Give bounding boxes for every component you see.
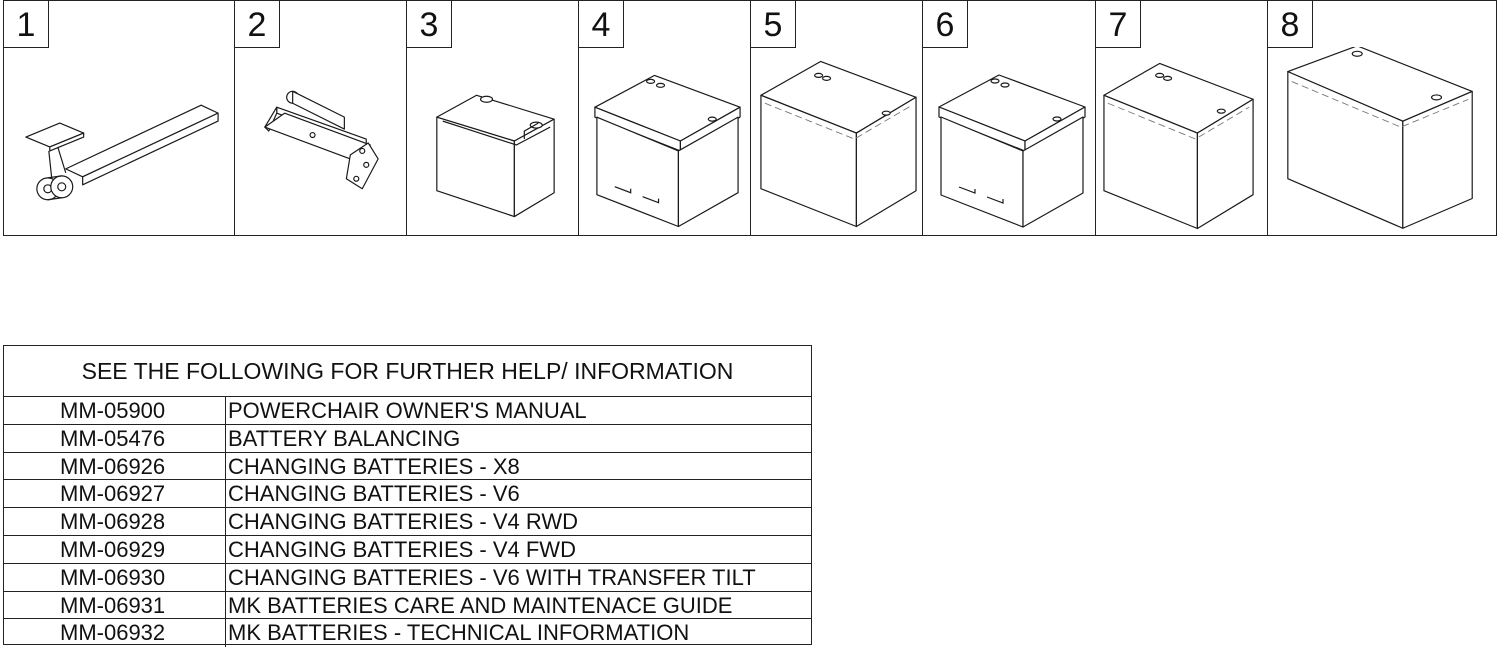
part-cell-1[interactable]: 1 (3, 0, 235, 237)
document-description: MK BATTERIES CARE AND MAINTENACE GUIDE (228, 592, 733, 618)
battery-bracket-icon (235, 47, 406, 237)
battery-handles-icon (579, 47, 750, 237)
document-code: MM-06928 (4, 508, 226, 535)
document-description: CHANGING BATTERIES - V6 WITH TRANSFER TI… (228, 564, 756, 590)
part-number: 7 (1095, 0, 1141, 48)
part-cell-7[interactable]: 7 (1095, 0, 1268, 237)
part-cell-4[interactable]: 4 (578, 0, 751, 237)
part-cell-5[interactable]: 5 (750, 0, 923, 237)
document-description: POWERCHAIR OWNER'S MANUAL (228, 398, 587, 423)
small-battery-icon (407, 47, 578, 237)
caster-arm-icon (4, 47, 234, 237)
info-table: SEE THE FOLLOWING FOR FURTHER HELP/ INFO… (3, 345, 812, 648)
battery-icon (1096, 47, 1267, 237)
part-number: 6 (922, 0, 968, 48)
part-number: 4 (578, 0, 624, 48)
document-description: CHANGING BATTERIES - V4 FWD (228, 536, 576, 562)
part-number: 3 (406, 0, 452, 48)
parts-strip: 1 2 (3, 0, 1497, 236)
battery-handles-icon (923, 47, 1095, 237)
part-number: 1 (3, 0, 49, 48)
large-battery-icon (751, 47, 922, 237)
part-number: 5 (750, 0, 796, 48)
large-battery-icon (1268, 47, 1496, 237)
part-number: 8 (1267, 0, 1313, 48)
document-code: MM-06930 (4, 563, 226, 591)
document-code: MM-06929 (4, 535, 226, 563)
document-code: MM-06931 (4, 591, 226, 619)
document-description: CHANGING BATTERIES - V4 RWD (228, 509, 579, 535)
part-number: 2 (234, 0, 280, 48)
part-cell-6[interactable]: 6 (922, 0, 1096, 237)
document-description: BATTERY BALANCING (228, 425, 461, 451)
document-code: MM-06932 (4, 619, 226, 648)
document-description: CHANGING BATTERIES - X8 (228, 453, 520, 479)
part-cell-3[interactable]: 3 (406, 0, 579, 237)
document-code: MM-06927 (4, 480, 226, 508)
document-description: MK BATTERIES - TECHNICAL INFORMATION (228, 620, 690, 646)
part-cell-2[interactable]: 2 (234, 0, 407, 237)
document-code: MM-05476 (4, 424, 226, 452)
document-code: MM-05900 (4, 397, 226, 424)
document-code: MM-06926 (4, 452, 226, 480)
document-description: CHANGING BATTERIES - V6 (228, 481, 520, 507)
part-cell-8[interactable]: 8 (1267, 0, 1496, 237)
info-title: SEE THE FOLLOWING FOR FURTHER HELP/ INFO… (4, 346, 811, 397)
